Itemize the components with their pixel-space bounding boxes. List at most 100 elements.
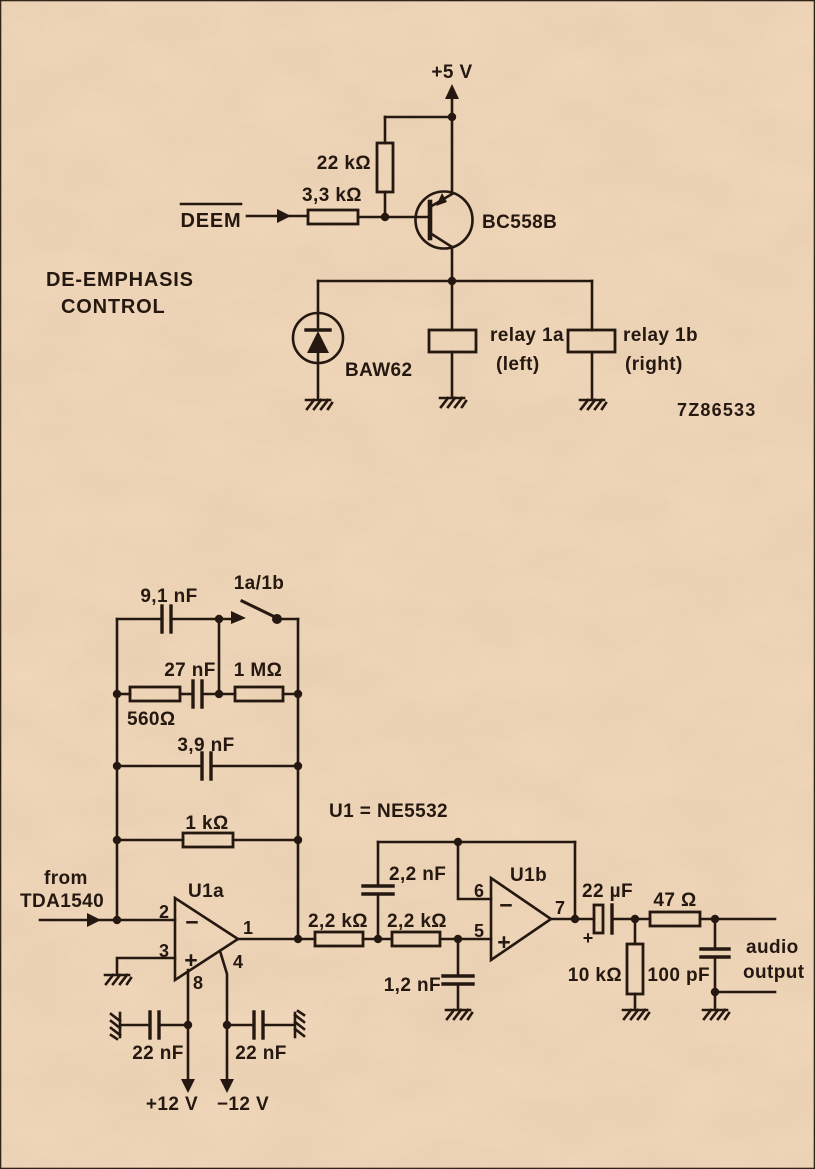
capacitor-27n (191, 679, 204, 709)
transistor-bc558b (414, 190, 474, 250)
junction-dot (447, 276, 457, 286)
capacitor-100pf (699, 947, 731, 959)
label-capacitor-2n2: 2,2 nF (389, 864, 446, 885)
resistor-10k (625, 942, 645, 996)
pin-4: 4 (233, 952, 243, 972)
deem-input-arrow (277, 209, 291, 223)
capacitor-1n2 (441, 974, 475, 986)
ground-symbol (621, 1008, 651, 1021)
label-output-line2: output (743, 962, 805, 983)
label-capacitor-22nf-right: 22 nF (235, 1043, 287, 1064)
vminus-arrow-down (220, 1079, 234, 1093)
label-output-line1: audio (746, 937, 799, 958)
label-capacitor-100pf: 100 pF (647, 965, 710, 986)
label-opamp-u1b: U1b (510, 865, 547, 886)
pin-7: 7 (555, 898, 565, 918)
label-source-line1: from (44, 868, 88, 889)
resistor-22k (375, 141, 395, 194)
label-resistor-1k: 1 kΩ (185, 813, 228, 834)
wires-top (245, 89, 594, 400)
opamp-a-inverting-sign: − (185, 909, 198, 935)
label-resistor-3k3: 3,3 kΩ (302, 185, 362, 206)
ground-symbol (438, 396, 468, 409)
pin-2: 2 (159, 902, 169, 922)
label-diode-baw62: BAW62 (345, 360, 412, 381)
opamp-b-noninverting-sign: + (497, 929, 510, 955)
ground-symbol-sideways-left (109, 1011, 122, 1041)
input-arrow (87, 913, 101, 927)
resistor-1k (181, 831, 235, 849)
relay-coil-1a (427, 328, 478, 354)
resistor-560 (128, 685, 182, 703)
vplus-arrow-down (181, 1079, 195, 1093)
capacitor-9n1 (160, 604, 173, 634)
junction-dots-bottom (112, 614, 720, 1030)
pin-1: 1 (243, 918, 253, 938)
label-supply-plus12: +12 V (146, 1094, 198, 1115)
label-capacitor-22uf: 22 µF (582, 881, 633, 902)
diode-baw62 (291, 311, 345, 365)
label-capacitor-1n2: 1,2 nF (384, 975, 441, 996)
switch-1a1b (231, 598, 282, 624)
resistor-1m (233, 685, 285, 703)
bottom-circuit-filter: 9,1 nF 1a/1b 27 nF 1 MΩ 560Ω 3,9 nF 1 kΩ… (20, 573, 805, 1115)
electrolytic-plus-sign: + (583, 928, 594, 948)
ground-symbol-sideways-right (293, 1009, 306, 1039)
capacitor-22nf-right (252, 1010, 265, 1040)
label-resistor-2k2-second: 2,2 kΩ (387, 911, 447, 932)
opamp-u1b (489, 875, 554, 963)
top-circuit-de-emphasis: +5 V 22 kΩ 3,3 kΩ DEEM BC558B DE-EMPHASI… (46, 62, 755, 420)
junction-dot (447, 112, 457, 122)
label-ic-type: U1 = NE5532 (329, 801, 448, 822)
resistor-2k2-first (313, 930, 365, 948)
relay-coil-1b (566, 328, 617, 354)
section-title-line2: CONTROL (61, 296, 165, 318)
resistor-3k3 (306, 208, 360, 226)
section-title-line1: DE-EMPHASIS (46, 269, 194, 291)
label-resistor-22k: 22 kΩ (317, 153, 371, 174)
label-resistor-47: 47 Ω (653, 890, 696, 911)
pin-5: 5 (474, 921, 484, 941)
capacitor-22uf-electrolytic (592, 903, 614, 935)
label-source-line2: TDA1540 (20, 891, 104, 912)
label-relay-1a: relay 1a (490, 325, 564, 346)
label-resistor-1m: 1 MΩ (234, 660, 283, 681)
label-transistor-bc558b: BC558B (482, 212, 557, 233)
wires-bottom (38, 617, 777, 1082)
label-relay-1b-channel: (right) (625, 354, 683, 375)
label-opamp-u1a: U1a (188, 881, 224, 902)
capacitor-22nf-left (148, 1010, 161, 1040)
label-relay-1b: relay 1b (623, 325, 698, 346)
pin-3: 3 (159, 941, 169, 961)
resistor-2k2-second (390, 930, 442, 948)
supply-arrow-up (445, 84, 459, 99)
capacitor-2n2 (361, 884, 395, 896)
pin-8: 8 (193, 973, 203, 993)
junction-dot (380, 212, 390, 222)
label-capacitor-9n1: 9,1 nF (140, 586, 197, 607)
ground-symbol (103, 973, 133, 986)
label-supply-minus12: −12 V (217, 1094, 269, 1115)
pin-6: 6 (474, 881, 484, 901)
ground-symbol (304, 398, 334, 411)
ground-symbol (444, 1008, 474, 1021)
opamp-a-noninverting-sign: + (184, 947, 197, 973)
label-resistor-2k2-first: 2,2 kΩ (308, 911, 368, 932)
opamp-b-inverting-sign: − (499, 892, 512, 918)
label-resistor-560: 560Ω (127, 709, 176, 730)
label-capacitor-22nf-left: 22 nF (132, 1043, 184, 1064)
label-deem-input: DEEM (181, 210, 242, 232)
capacitor-3n9 (200, 751, 213, 781)
label-relay-1a-channel: (left) (496, 354, 540, 375)
ground-symbol (578, 398, 608, 411)
label-capacitor-27n: 27 nF (164, 660, 216, 681)
label-resistor-10k: 10 kΩ (568, 965, 622, 986)
ground-symbol (701, 1008, 731, 1021)
label-switch-1a1b: 1a/1b (234, 573, 285, 594)
opamp-u1a (173, 895, 241, 983)
resistor-47 (648, 910, 702, 928)
label-supply-5v: +5 V (431, 62, 472, 83)
label-capacitor-3n9: 3,9 nF (177, 735, 234, 756)
